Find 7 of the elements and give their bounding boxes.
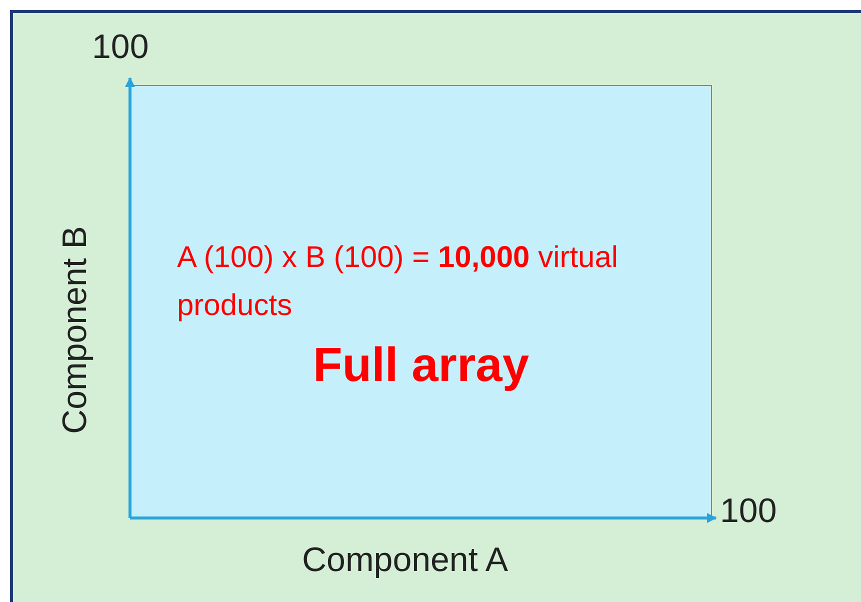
axis-max-label: 100 [720, 494, 777, 528]
heading: Full array [312, 342, 530, 390]
axis-max-label: 100 [92, 30, 149, 64]
formula-text: A (100) x B (100) = 10,000 virtual products [177, 240, 620, 324]
axis-title: Component B [58, 226, 92, 434]
axis-title: Component A [302, 543, 508, 577]
array-box [130, 85, 712, 518]
